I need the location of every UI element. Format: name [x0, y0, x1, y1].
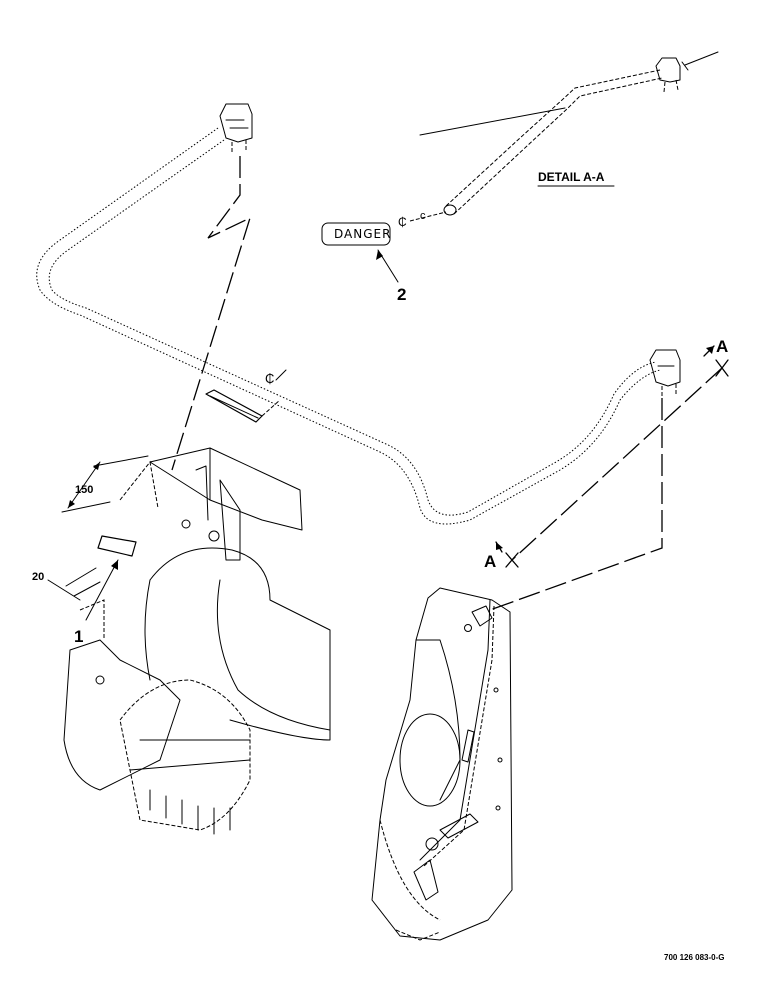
detail-bracket — [655, 57, 681, 83]
left-bar-bracket — [219, 103, 253, 143]
detail-ground-line — [419, 107, 566, 136]
left-lower-bolt — [95, 675, 105, 685]
dim-150-label: 150 — [75, 484, 93, 496]
left-drum-face — [216, 579, 331, 731]
left-housing-post — [195, 465, 209, 521]
right-housing-drum — [415, 639, 461, 801]
pickup-tines — [149, 789, 231, 835]
drawing-number: 700 126 083-0-G — [664, 953, 725, 962]
section-arrowhead-bottom — [496, 542, 503, 550]
detail-tube-upper-edge — [445, 69, 661, 207]
detail-ground-line-right — [684, 51, 719, 66]
left-drum-outline — [149, 547, 331, 741]
right-housing-hole-4 — [495, 805, 501, 811]
detail-tube-end — [443, 204, 457, 216]
right-housing-hole-1 — [464, 624, 472, 632]
dim-150-arrow-bottom — [68, 500, 75, 508]
callout-2: 2 — [397, 285, 406, 304]
dim-150-ext-top — [93, 455, 149, 467]
dim-150-ext-bottom — [61, 501, 111, 513]
right-housing-rib — [419, 599, 491, 861]
section-label-top: A — [716, 337, 728, 356]
bar-decal-stripe — [209, 395, 259, 419]
dim-150-arrow-top — [93, 462, 100, 470]
right-housing-lower-arc — [379, 819, 441, 921]
left-bracket-detail — [225, 119, 249, 129]
pickup-tine-reel — [119, 679, 251, 831]
detail-centerline-mark: c — [420, 210, 426, 222]
centerline-symbol-detail: ₵ — [398, 215, 407, 229]
right-housing-pivot — [425, 837, 439, 851]
callout-2-arrowhead — [376, 250, 383, 260]
callout-1-arrowhead — [111, 560, 118, 570]
right-housing-rib-dashed — [423, 605, 495, 867]
dim-20-label: 20 — [32, 571, 44, 583]
right-housing-slot — [461, 729, 475, 763]
section-arrowhead-top — [706, 346, 714, 354]
bar-centerline-leader — [261, 399, 281, 417]
section-cut-line — [511, 367, 723, 561]
right-housing-hole-3 — [497, 757, 503, 763]
detail-a-a: DETAIL A-A ₵ c — [398, 51, 719, 229]
right-housing-wheel — [399, 713, 461, 807]
dim-20-line — [47, 579, 81, 601]
safety-bar-inner — [48, 139, 657, 516]
break-line-path — [171, 156, 252, 471]
callout-1-leader — [85, 559, 119, 621]
left-lower-housing — [63, 639, 181, 791]
section-cut-end-bottom — [505, 552, 519, 568]
bar-centerline-tick — [275, 369, 287, 381]
danger-decal: DANGER 2 — [321, 222, 406, 304]
right-housing-top-bracket — [471, 605, 493, 627]
centerline-symbol-bar: ₵ — [265, 371, 274, 386]
right-bar-bracket — [649, 349, 681, 387]
danger-decal-outline — [321, 222, 391, 246]
detail-title: DETAIL A-A — [538, 170, 605, 184]
callout-1: 1 — [74, 627, 83, 646]
right-housing-lower-link — [413, 859, 439, 901]
right-housing-hole-2 — [493, 687, 499, 693]
housing-decal — [97, 535, 137, 557]
dim-20-ext-2 — [73, 581, 101, 597]
right-housing-foot — [395, 929, 441, 941]
left-housing-frame-dashed — [79, 599, 105, 640]
right-bracket-bolts — [661, 384, 677, 396]
left-housing-side-plate — [219, 479, 241, 561]
detail-bracket-bolts — [663, 79, 679, 93]
section-cut-end-top — [715, 359, 729, 377]
section-label-bottom: A — [484, 552, 496, 571]
break-line — [171, 156, 252, 471]
left-housing-bolt-2 — [181, 519, 191, 529]
right-bracket-leader — [489, 398, 663, 611]
left-bracket-bolts — [231, 140, 247, 154]
left-drum-left-edge — [144, 579, 151, 681]
bar-decal — [205, 389, 263, 423]
danger-decal-text: DANGER — [334, 227, 391, 241]
safety-bar-outer — [36, 127, 661, 525]
section-line-a-a: A A — [484, 337, 729, 571]
callout-1-group: 1 — [74, 559, 119, 646]
detail-centerline-leader — [409, 211, 447, 222]
dim-20-ext — [65, 567, 97, 587]
left-housing-bolt — [208, 530, 220, 542]
pickup-bars — [129, 739, 251, 771]
dimension-150: 150 — [61, 455, 149, 513]
safety-bar: ₵ — [36, 103, 681, 525]
dim-150-line — [67, 461, 101, 509]
right-housing-arm — [439, 813, 479, 839]
detail-bracket-tab — [681, 61, 689, 71]
dimension-20: 20 — [32, 567, 101, 601]
left-housing — [63, 447, 331, 835]
detail-tube-lower-edge — [453, 77, 663, 215]
right-housing-outline — [371, 587, 513, 941]
right-housing — [371, 587, 513, 941]
left-housing-upper-frame — [119, 460, 159, 509]
